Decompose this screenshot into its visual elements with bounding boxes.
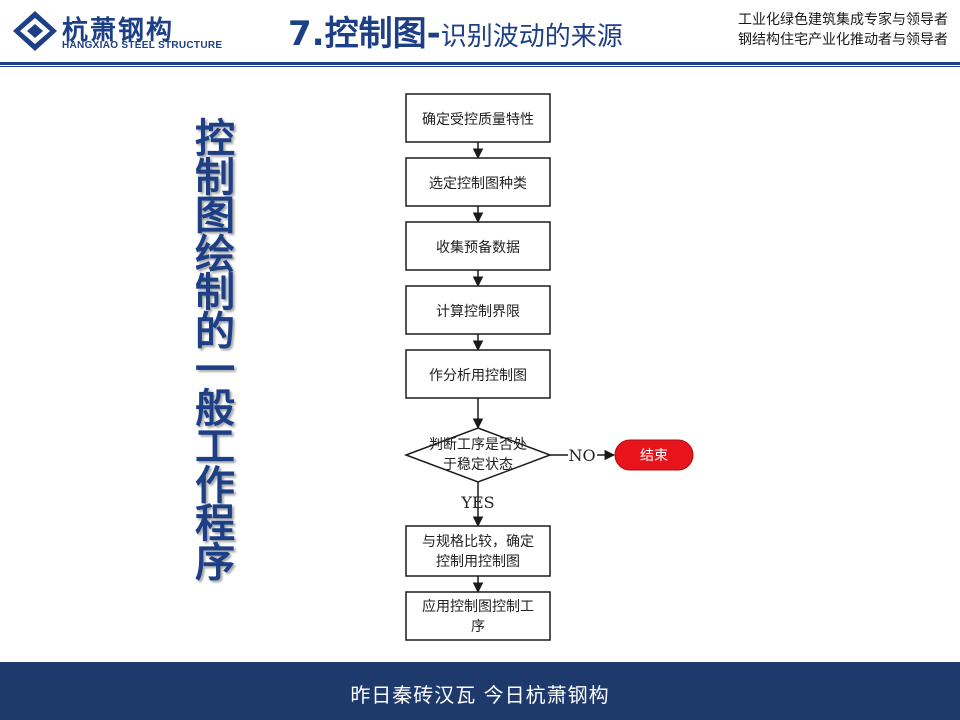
flow-step: 选定控制图种类 — [405, 157, 551, 207]
flow-decision-label-line-2: 于稳定状态 — [443, 457, 513, 473]
vertical-heading-char: 序 — [195, 539, 235, 586]
flow-step: 与规格比较，确定 控制用控制图 — [405, 525, 551, 577]
header-divider — [0, 62, 960, 65]
header-slogan: 工业化绿色建筑集成专家与领导者 钢结构住宅产业化推动者与领导者 — [704, 10, 948, 50]
flow-step-box — [405, 525, 551, 577]
flow-end-label: 结束 — [640, 448, 668, 464]
company-logo: 杭萧钢构 HANGXIAO STEEL STRUCTURE — [12, 8, 222, 54]
header-divider-thin — [0, 66, 960, 67]
flow-step: 计算控制界限 — [405, 285, 551, 335]
page-title-main: 7.控制图- — [288, 14, 441, 54]
page-title: 7.控制图-识别波动的来源 — [288, 6, 623, 55]
flow-step-label-line-2: 控制用控制图 — [436, 554, 520, 570]
vertical-heading-char: 图 — [195, 193, 235, 239]
flow-step-label: 收集预备数据 — [436, 239, 520, 256]
page-title-sub: 识别波动的来源 — [440, 22, 623, 52]
logo-chinese-name: 杭萧钢构 — [62, 16, 175, 46]
flow-step-label-line-1: 与规格比较，确定 — [422, 534, 534, 550]
flow-step-label: 计算控制界限 — [436, 304, 520, 320]
vertical-heading-char: 一 — [195, 347, 235, 393]
flow-end-terminator — [614, 439, 694, 471]
flow-step-box — [405, 93, 551, 143]
flow-end: 结束 — [614, 439, 694, 471]
flow-decision-diamond — [403, 427, 553, 483]
flow-decision: 判断工序是否处 于稳定状态 — [403, 427, 553, 483]
vertical-heading-char: 制 — [195, 270, 235, 316]
slogan-line-1: 工业化绿色建筑集成专家与领导者 — [738, 12, 948, 28]
flow-step: 作分析用控制图 — [405, 349, 551, 399]
vertical-heading-char: 绘 — [195, 231, 235, 278]
flow-step-box — [405, 591, 551, 641]
flow-step-box — [405, 349, 551, 399]
logo-mark-icon — [13, 11, 57, 51]
flow-step: 确定受控质量特性 — [405, 93, 551, 143]
logo-english-name: HANGXIAO STEEL STRUCTURE — [62, 40, 223, 51]
slogan-line-2: 钢结构住宅产业化推动者与领导者 — [738, 32, 948, 48]
flow-step-label: 作分析用控制图 — [429, 368, 527, 384]
header: 杭萧钢构 HANGXIAO STEEL STRUCTURE 7.控制图-识别波动… — [0, 0, 960, 62]
yes-branch-label: YES — [460, 493, 494, 512]
footer-slogan: 昨日秦砖汉瓦 今日杭萧钢构 — [350, 683, 610, 707]
flowchart-connectors — [472, 142, 616, 594]
vertical-heading-char: 工 — [195, 424, 235, 470]
footer: 昨日秦砖汉瓦 今日杭萧钢构 — [0, 662, 960, 720]
vertical-heading-char: 程 — [195, 501, 235, 547]
flow-step-label: 确定受控质量特性 — [422, 112, 534, 128]
flow-step-label-line-1: 应用控制图控制工 — [422, 598, 534, 615]
flow-step: 收集预备数据 — [405, 221, 551, 271]
flow-step: 应用控制图控制工 序 — [405, 591, 551, 641]
flow-step-box — [405, 221, 551, 271]
flow-step-label-line-2: 序 — [471, 619, 485, 635]
flow-step-label: 选定控制图种类 — [429, 176, 527, 192]
vertical-heading-char: 控 — [195, 116, 235, 162]
flow-step-box — [405, 157, 551, 207]
flow-step-box — [405, 285, 551, 335]
vertical-heading-char: 般 — [195, 385, 235, 432]
flow-decision-label-line-1: 判断工序是否处 — [429, 437, 527, 453]
no-branch-label: NO — [568, 446, 595, 465]
vertical-heading-char: 作 — [195, 462, 235, 509]
vertical-heading: 控 制 图 绘 制 的 一 般 工 作 程 序 — [190, 116, 240, 586]
vertical-heading-char: 的 — [195, 308, 235, 355]
vertical-heading-char: 制 — [195, 154, 235, 201]
